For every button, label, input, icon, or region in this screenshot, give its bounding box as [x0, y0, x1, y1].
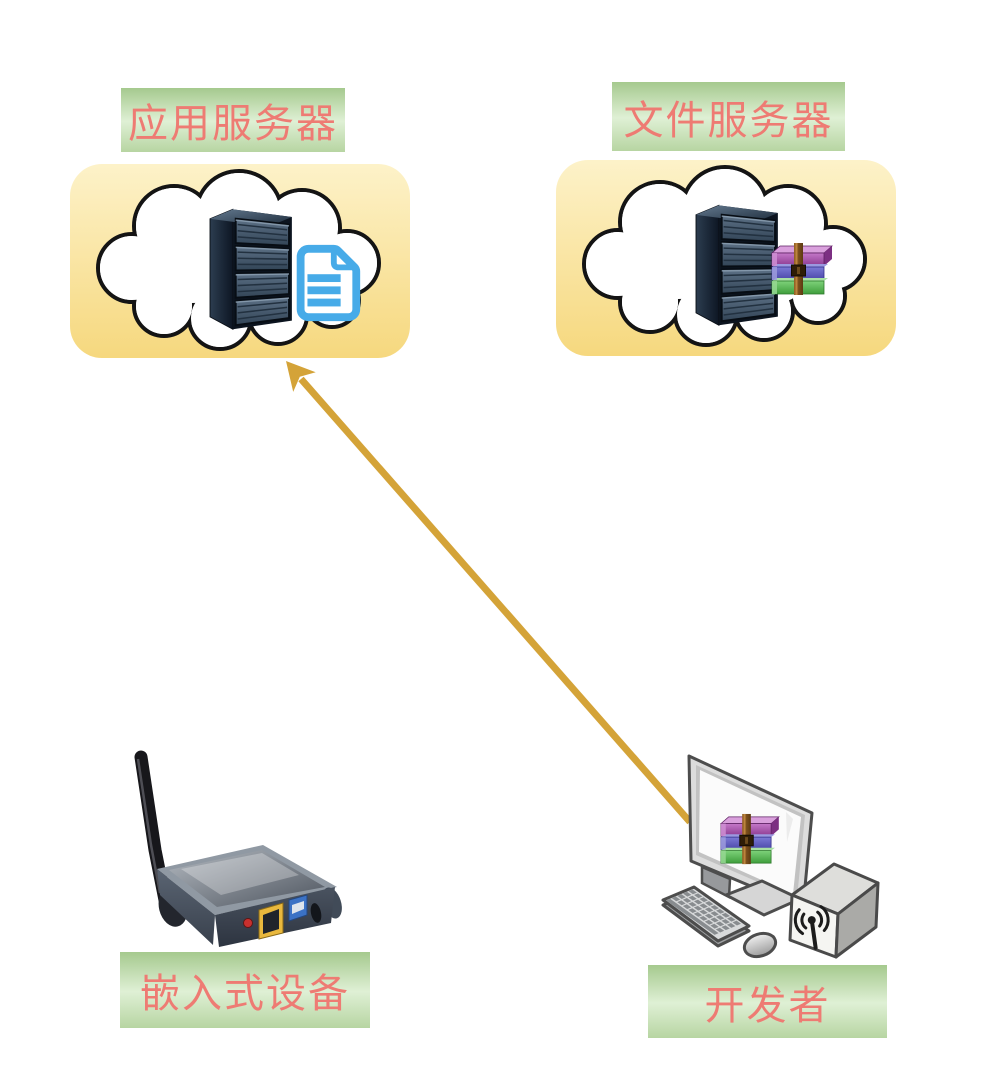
embedded-device-label: 嵌入式设备 [120, 952, 370, 1028]
power-port [310, 903, 322, 923]
file-server-node [556, 160, 896, 356]
server-rack-icon [202, 196, 298, 334]
mouse-icon [742, 931, 778, 959]
app-server-label: 应用服务器 [121, 88, 345, 152]
app-server-node [70, 164, 410, 358]
embedded-device-icon [134, 750, 342, 947]
led-indicator [243, 918, 253, 928]
signal-antenna-icon [793, 905, 830, 950]
winrar-icon [764, 242, 834, 298]
winrar-icon [720, 813, 780, 865]
document-icon [285, 242, 367, 324]
file-server-label: 文件服务器 [612, 82, 845, 151]
developer-label: 开发者 [648, 965, 887, 1038]
developer-computer-icon [661, 754, 880, 959]
